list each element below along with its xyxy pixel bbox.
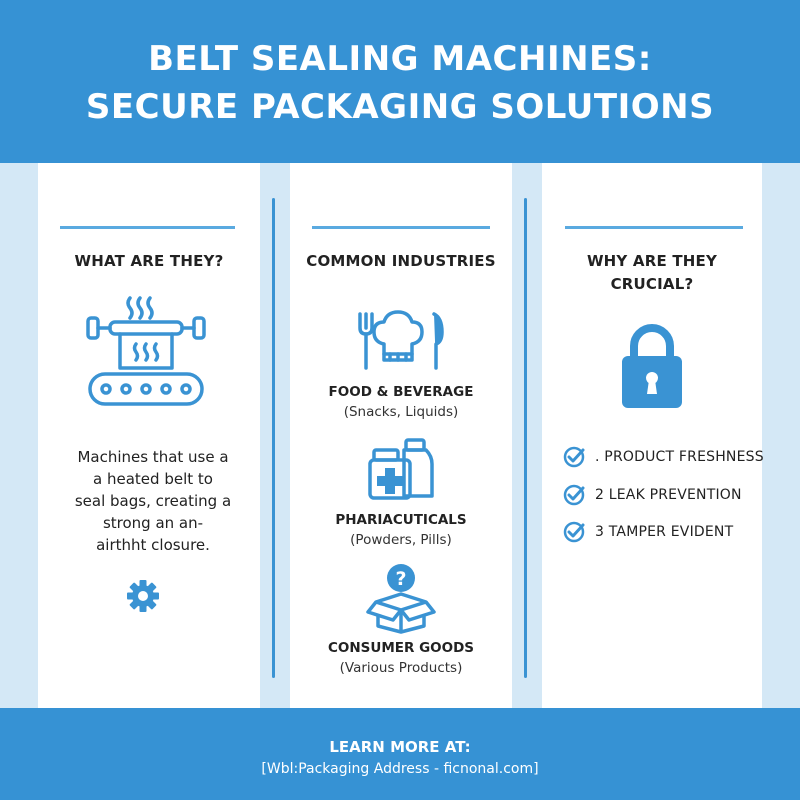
check-circle-icon xyxy=(563,446,585,468)
benefit-item: . PRODUCT FRESHNESS xyxy=(563,446,764,468)
column-divider xyxy=(272,198,275,678)
chef-hat-cutlery-icon xyxy=(356,308,446,374)
description-line: strong an an- xyxy=(102,514,204,532)
svg-text:?: ? xyxy=(395,568,406,590)
industry-consumer-sub: (Various Products) xyxy=(339,660,463,676)
section-rule xyxy=(60,226,235,229)
benefit-label: 2 LEAK PREVENTION xyxy=(595,487,742,503)
section-rule xyxy=(565,226,743,229)
description-line: a heated belt to xyxy=(93,470,213,488)
footer-banner: LEARN MORE AT: [Wbl:Packaging Address - … xyxy=(0,708,800,800)
section-rule xyxy=(312,226,490,229)
what-heading: WHAT ARE THEY? xyxy=(74,252,224,270)
industry-pharma-sub: (Powders, Pills) xyxy=(350,532,452,548)
column-divider xyxy=(524,198,527,678)
belt-sealer-machine-icon xyxy=(84,292,208,410)
industry-food-title: FOOD & BEVERAGE xyxy=(328,384,474,400)
check-circle-icon xyxy=(563,484,585,506)
why-heading-line1: WHY ARE THEY xyxy=(586,252,718,270)
why-heading-line2: CRUCIAL? xyxy=(610,275,694,293)
what-description: Machines that use a a heated belt to sea… xyxy=(58,446,248,556)
industries-heading: COMMON INDUSTRIES xyxy=(306,252,496,270)
benefit-item: 3 TAMPER EVIDENT xyxy=(563,521,733,543)
header-banner: BELT SEALING MACHINES: SECURE PACKAGING … xyxy=(0,0,800,163)
padlock-icon xyxy=(620,320,684,410)
footer-link[interactable]: [Wbl:Packaging Address - ficnonal.com] xyxy=(261,761,539,777)
benefit-item: 2 LEAK PREVENTION xyxy=(563,484,742,506)
open-box-question-icon: ? xyxy=(364,562,438,634)
description-line: Machines that use a xyxy=(77,448,229,466)
description-line: seal bags, creating a xyxy=(74,492,232,510)
column-why xyxy=(542,163,762,708)
page-title-line2: SECURE PACKAGING SOLUTIONS xyxy=(85,87,715,127)
check-circle-icon xyxy=(563,521,585,543)
benefit-label: . PRODUCT FRESHNESS xyxy=(595,449,764,465)
footer-title: LEARN MORE AT: xyxy=(329,738,471,756)
medicine-bottle-icon xyxy=(368,436,434,502)
industry-consumer-title: CONSUMER GOODS xyxy=(327,640,475,656)
description-line: airthht closure. xyxy=(96,536,210,554)
benefit-label: 3 TAMPER EVIDENT xyxy=(595,524,734,540)
industry-food-sub: (Snacks, Liquids) xyxy=(343,404,459,420)
page-title-line1: BELT SEALING MACHINES: xyxy=(148,39,652,79)
industry-pharma-title: PHARIACUTICALS xyxy=(335,512,467,528)
column-what xyxy=(38,163,260,708)
gear-icon xyxy=(126,579,160,613)
